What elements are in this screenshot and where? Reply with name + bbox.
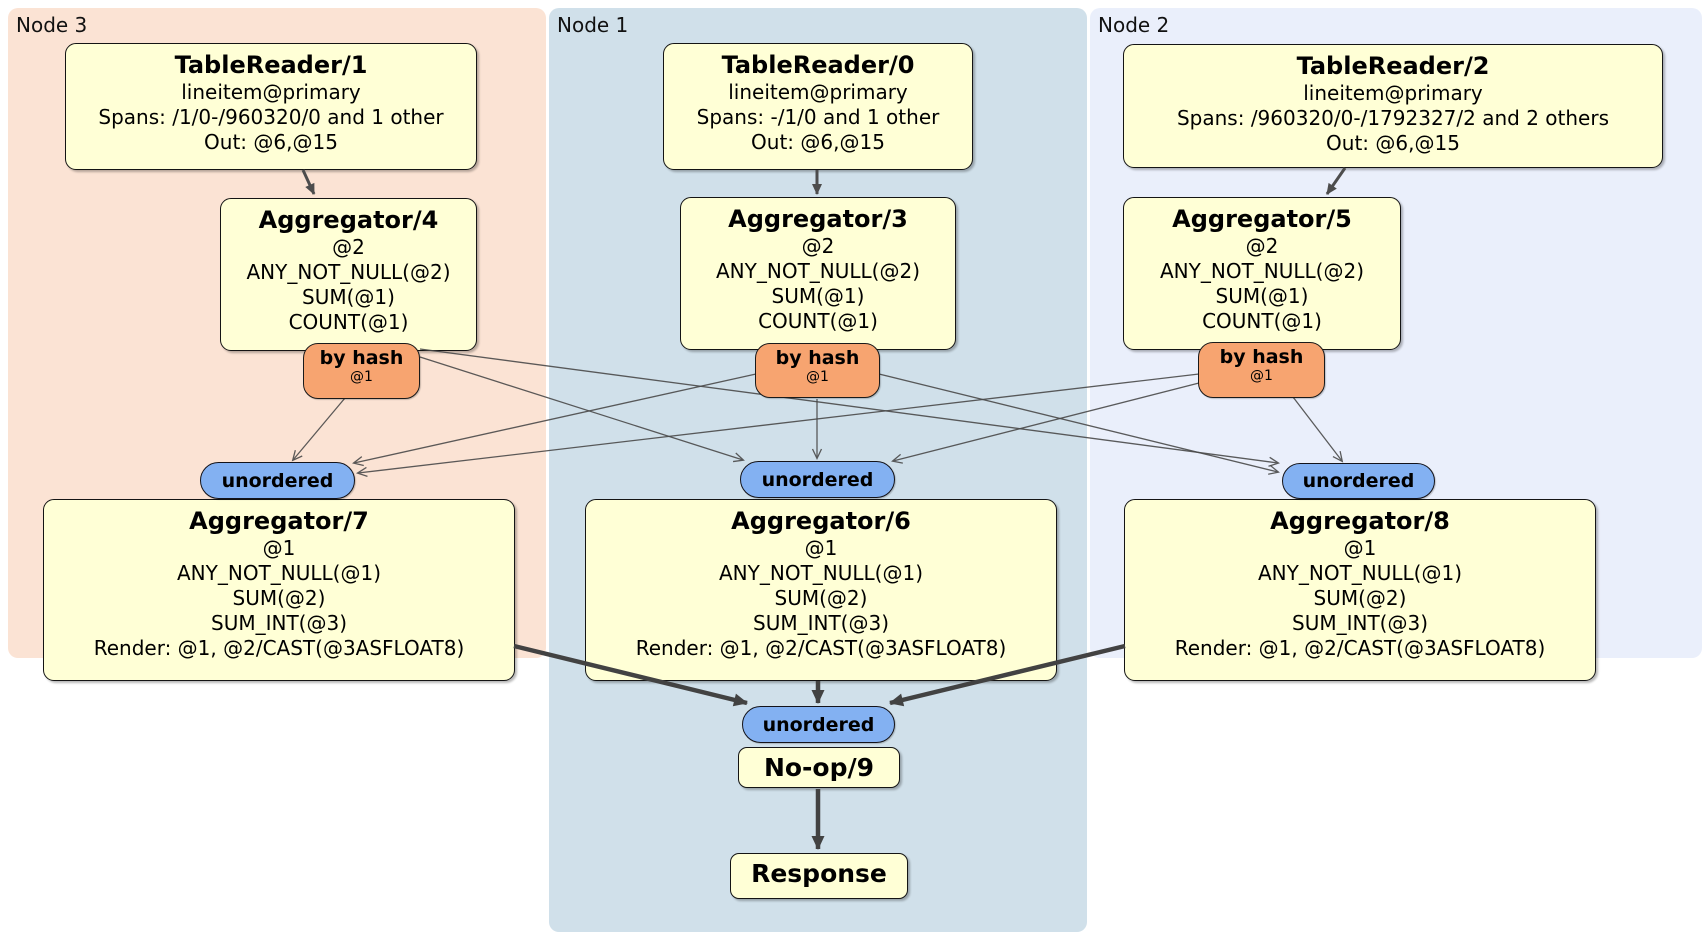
processor-line: Out: @6,@15 xyxy=(1326,131,1460,155)
processor-line: Out: @6,@15 xyxy=(751,130,885,154)
sync-unordered-7: unordered xyxy=(200,462,355,499)
processor-line: @1 xyxy=(262,536,296,560)
router-label: by hash xyxy=(319,347,404,369)
processor-line: Spans: /960320/0-/1792327/2 and 2 others xyxy=(1176,106,1609,130)
processor-title: Aggregator/6 xyxy=(731,507,911,535)
processor-line: SUM_INT(@3) xyxy=(1292,611,1428,635)
processor-line: SUM(@1) xyxy=(771,284,865,308)
processor-title: Aggregator/3 xyxy=(728,205,908,233)
sync-unordered-6: unordered xyxy=(740,461,895,498)
router-by-hash-4: by hash@1 xyxy=(303,343,420,399)
processor-line: ANY_NOT_NULL(@2) xyxy=(716,259,920,283)
sync-label: unordered xyxy=(762,713,875,736)
panel-label: Node 3 xyxy=(16,13,88,37)
processor-title: TableReader/1 xyxy=(174,51,368,79)
processor-line: Render: @1, @2/CAST(@3ASFLOAT8) xyxy=(1174,636,1546,660)
processor-line: ANY_NOT_NULL(@2) xyxy=(246,260,451,284)
processor-title: TableReader/2 xyxy=(1296,52,1490,80)
processor-line: ANY_NOT_NULL(@1) xyxy=(1258,561,1462,585)
processor-title: Aggregator/5 xyxy=(1172,205,1352,233)
processor-title: TableReader/0 xyxy=(721,51,915,79)
router-by-hash-3: by hash@1 xyxy=(755,343,880,398)
processor-title: Response xyxy=(751,859,887,888)
panel-label: Node 2 xyxy=(1098,13,1170,37)
processor-line: Out: @6,@15 xyxy=(204,130,338,154)
processor-line: ANY_NOT_NULL(@1) xyxy=(719,561,923,585)
processor-line: @1 xyxy=(1343,536,1377,560)
processor-line: lineitem@primary xyxy=(181,80,361,104)
processor-line: @2 xyxy=(332,235,365,259)
sync-label: unordered xyxy=(221,469,334,492)
processor-line: COUNT(@1) xyxy=(758,309,878,333)
processor-line: @1 xyxy=(804,536,838,560)
router-detail: @1 xyxy=(350,369,373,385)
router-label: by hash xyxy=(775,347,860,369)
sync-label: unordered xyxy=(1302,470,1415,492)
processor-line: Render: @1, @2/CAST(@3ASFLOAT8) xyxy=(635,636,1007,660)
router-detail: @1 xyxy=(1250,368,1273,384)
processor-line: lineitem@primary xyxy=(728,80,908,104)
processor-line: SUM_INT(@3) xyxy=(753,611,889,635)
processor-line: SUM(@2) xyxy=(1313,586,1407,610)
processor-no-op-9: No-op/9 xyxy=(738,747,900,788)
router-label: by hash xyxy=(1219,346,1304,368)
processor-line: Render: @1, @2/CAST(@3ASFLOAT8) xyxy=(93,636,465,660)
processor-line: SUM(@1) xyxy=(1215,284,1309,308)
processor-line: ANY_NOT_NULL(@1) xyxy=(177,561,381,585)
sync-unordered-9: unordered xyxy=(742,706,895,743)
processor-line: @2 xyxy=(1245,234,1279,258)
processor-line: ANY_NOT_NULL(@2) xyxy=(1160,259,1364,283)
sync-unordered-8: unordered xyxy=(1282,463,1435,499)
processor-line: SUM_INT(@3) xyxy=(211,611,347,635)
processor-title: No-op/9 xyxy=(763,753,875,782)
router-detail: @1 xyxy=(806,369,829,385)
processor-line: SUM(@2) xyxy=(774,586,868,610)
processor-title: Aggregator/7 xyxy=(189,507,369,535)
processor-line: @2 xyxy=(801,234,835,258)
processor-line: COUNT(@1) xyxy=(1202,309,1322,333)
processor-line: COUNT(@1) xyxy=(288,310,409,334)
processor-title: Aggregator/8 xyxy=(1270,507,1450,535)
sync-label: unordered xyxy=(761,468,874,491)
processor-line: SUM(@2) xyxy=(232,586,326,610)
processor-line: lineitem@primary xyxy=(1303,81,1483,105)
processor-line: Spans: -/1/0 and 1 other xyxy=(696,105,940,129)
processor-line: Spans: /1/0-/960320/0 and 1 other xyxy=(98,105,444,129)
processor-title: Aggregator/4 xyxy=(258,206,439,234)
panel-label: Node 1 xyxy=(557,13,629,37)
processor-line: SUM(@1) xyxy=(302,285,395,309)
processor-response: Response xyxy=(730,853,908,899)
router-by-hash-5: by hash@1 xyxy=(1198,342,1325,398)
